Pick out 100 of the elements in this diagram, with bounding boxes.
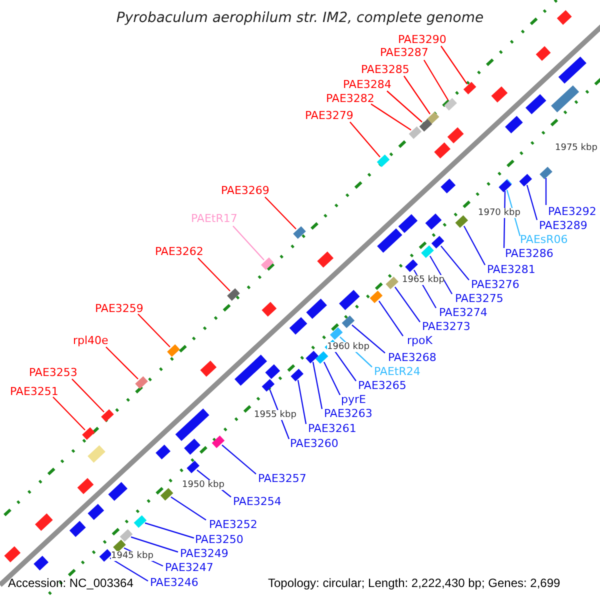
gene-label: PAE3252: [209, 519, 258, 531]
gene-block: [120, 529, 133, 542]
gene-block: [330, 327, 343, 340]
gene-block: [431, 236, 444, 248]
leader-line: [463, 226, 486, 266]
gene-label: PAE3292: [548, 206, 596, 218]
gene-block: [342, 315, 355, 328]
gene-label: PAE3249: [180, 548, 228, 560]
gene-block: [184, 438, 200, 455]
gene-block: [290, 368, 304, 382]
gene-label: PAEtR17: [191, 213, 238, 225]
gene-block: [315, 351, 328, 364]
leader-line: [297, 380, 307, 424]
gene-label: PAE3274: [439, 307, 488, 319]
gene-label: PAE3290: [398, 34, 446, 46]
gene-block: [293, 226, 306, 239]
leader-line: [222, 444, 256, 474]
gene-block: [99, 549, 112, 562]
gene-label: PAE3251: [10, 386, 58, 398]
gene-block: [426, 112, 440, 124]
gene-block: [234, 354, 267, 386]
leader-line: [323, 362, 341, 396]
scale-label: 1965 kbp: [402, 275, 444, 285]
gene-label: PAE3265: [358, 380, 406, 392]
gene-label: PAE3262: [155, 246, 204, 258]
gene-block: [227, 288, 240, 301]
gene-label: PAE3257: [258, 473, 306, 485]
leader-line: [334, 350, 356, 382]
leader-line: [440, 46, 468, 84]
gene-block: [160, 488, 174, 501]
scale-label: 1955 kbp: [254, 410, 296, 420]
gene-label: PAE3247: [165, 562, 214, 574]
title: Pyrobaculum aerophilum str. IM2, complete genome: [115, 10, 485, 27]
leader-line: [52, 396, 86, 430]
gene-block: [444, 98, 457, 111]
gene-label: PAE3250: [195, 534, 244, 546]
gene-block: [260, 257, 274, 270]
gene-block: [463, 82, 476, 94]
gene-label: PAE3282: [326, 93, 374, 105]
gene-block: [386, 276, 398, 290]
gene-label: PAE3276: [471, 279, 520, 291]
gene-block: [101, 409, 114, 422]
leader-line: [198, 258, 230, 292]
leader-line: [144, 522, 194, 539]
gene-block: [398, 214, 418, 233]
leader-line: [386, 90, 422, 122]
leader-line: [526, 184, 538, 220]
leader-line: [350, 122, 380, 158]
leader-line: [378, 300, 404, 336]
gene-label: PAE3253: [29, 367, 78, 379]
leader-line: [312, 362, 323, 410]
gene-label: PAE3284: [343, 79, 392, 91]
leader-line: [170, 496, 206, 520]
gene-label: rpoK: [407, 335, 432, 347]
gene-label: PAE3254: [233, 496, 282, 508]
leader-line: [138, 314, 170, 348]
scale-label: 1975 kbp: [555, 143, 598, 153]
leader-line: [394, 286, 420, 322]
gene-label: PAE3279: [305, 110, 354, 122]
gene-block: [519, 174, 532, 186]
gene-label: PAE3260: [290, 438, 338, 450]
gene-label: pyrE: [341, 394, 366, 406]
leader-line: [404, 76, 430, 114]
gene-block: [212, 435, 225, 448]
gene-label: PAE3261: [308, 423, 356, 435]
leader-line: [264, 196, 296, 230]
gene-label: PAE3275: [455, 293, 504, 305]
info-text: Accession: NC_003364: [8, 576, 134, 590]
leader-line: [370, 104, 412, 130]
gene-label: PAE3281: [487, 264, 536, 276]
leader-line: [423, 60, 449, 100]
leader-line: [130, 536, 178, 553]
gene-label: PAE3259: [95, 303, 144, 315]
gene-block: [186, 460, 200, 474]
gene-block: [262, 379, 275, 392]
scale-label: 1950 kbp: [182, 480, 224, 490]
gene-label: PAE3273: [422, 321, 470, 333]
gene-block: [376, 154, 390, 168]
leader-line: [429, 256, 453, 294]
leader-line: [545, 178, 547, 205]
gene-label: PAE3289: [539, 220, 588, 232]
gene-block: [134, 515, 147, 528]
gene-label: rpl40e: [73, 335, 108, 347]
scale-label: 1970 kbp: [478, 208, 520, 218]
leader-line: [440, 246, 470, 280]
gene-block: [419, 119, 432, 132]
gene-block: [540, 166, 552, 180]
gene-block: [455, 215, 468, 228]
gene-block: [421, 245, 434, 258]
leader-line: [106, 346, 138, 380]
gene-label: PAE3286: [505, 248, 554, 260]
gene-label: PAE3268: [388, 352, 436, 364]
leader-line: [232, 226, 264, 260]
gene-label: PAEsR06: [520, 234, 568, 246]
gene-block: [405, 259, 418, 272]
gene-label: PAE3246: [150, 577, 198, 589]
gene-label: PAE3287: [380, 47, 428, 59]
gene-block: [370, 290, 383, 304]
leader-line: [72, 378, 104, 412]
leader-line: [352, 324, 386, 354]
